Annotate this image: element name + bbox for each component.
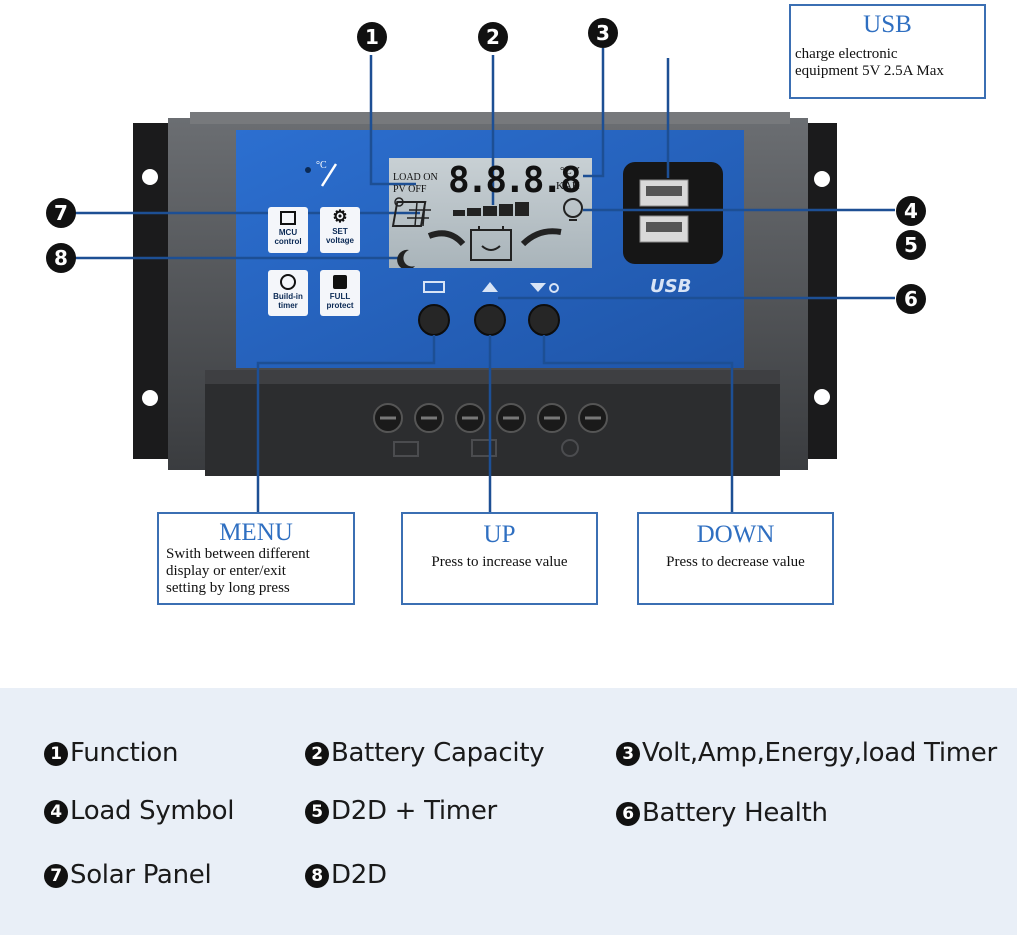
callout-menu-title: MENU xyxy=(219,519,293,546)
marker-6: 6 xyxy=(896,284,926,314)
callout-usb-desc-1: charge electronic xyxy=(795,46,898,62)
usb-logo: USB xyxy=(650,276,692,297)
lcd-unit-top: °CV xyxy=(560,165,580,177)
usb-socket-block xyxy=(623,162,723,264)
callout-down-title: DOWN xyxy=(696,521,775,548)
feature-build-in-timer: Build-in timer xyxy=(268,270,308,316)
lcd-solar-panel-icon xyxy=(391,197,431,227)
lcd-battery-bars xyxy=(453,202,529,216)
feature-set-voltage: ⚙ SET voltage xyxy=(320,207,360,253)
marker-7: 7 xyxy=(46,198,76,228)
feature-mcu-control: MCU control xyxy=(268,207,308,253)
lcd-unit-bottom: KAH xyxy=(556,180,580,192)
lcd-battery-face-icon xyxy=(470,226,512,261)
callout-usb-desc-2: equipment 5V 2.5A Max xyxy=(795,63,944,79)
lcd-load-on: LOAD ON xyxy=(393,172,438,183)
marker-1: 1 xyxy=(357,22,387,52)
callout-usb: USB charge electronic equipment 5V 2.5A … xyxy=(789,4,986,99)
callout-menu-desc-2: display or enter/exit xyxy=(166,563,286,579)
marker-4: 4 xyxy=(896,196,926,226)
lcd-digits: 8.8.8.8 xyxy=(448,160,582,201)
marker-5: 5 xyxy=(896,230,926,260)
gear-icon: ⚙ xyxy=(332,207,348,226)
clock-icon xyxy=(280,274,296,290)
marker-3: 3 xyxy=(588,18,618,48)
callout-down-desc: Press to decrease value xyxy=(666,554,805,570)
callout-up: UP Press to increase value xyxy=(401,512,598,605)
callout-up-title: UP xyxy=(483,521,516,548)
menu-button[interactable] xyxy=(418,304,450,336)
lcd-bulb-icon xyxy=(563,198,583,221)
callout-up-desc: Press to increase value xyxy=(431,554,568,570)
callout-usb-title: USB xyxy=(863,11,912,38)
lock-icon xyxy=(333,275,347,289)
feature-full-protect: FULL protect xyxy=(320,270,360,316)
callout-menu-desc-1: Swith between different xyxy=(166,546,310,562)
callout-menu-desc-3: setting by long press xyxy=(166,580,290,596)
svg-text:°C: °C xyxy=(316,160,327,171)
lcd-pv-off: PV OFF xyxy=(393,184,427,195)
chip-icon xyxy=(280,211,296,225)
down-button[interactable] xyxy=(528,304,560,336)
lcd-graphics xyxy=(391,197,583,268)
callout-menu: MENU Swith between different display or … xyxy=(157,512,355,605)
lcd-moon-icon xyxy=(397,249,415,268)
up-button[interactable] xyxy=(474,304,506,336)
marker-2: 2 xyxy=(478,22,508,52)
callout-down: DOWN Press to decrease value xyxy=(637,512,834,605)
marker-8: 8 xyxy=(46,243,76,273)
terminal-block xyxy=(205,370,780,476)
